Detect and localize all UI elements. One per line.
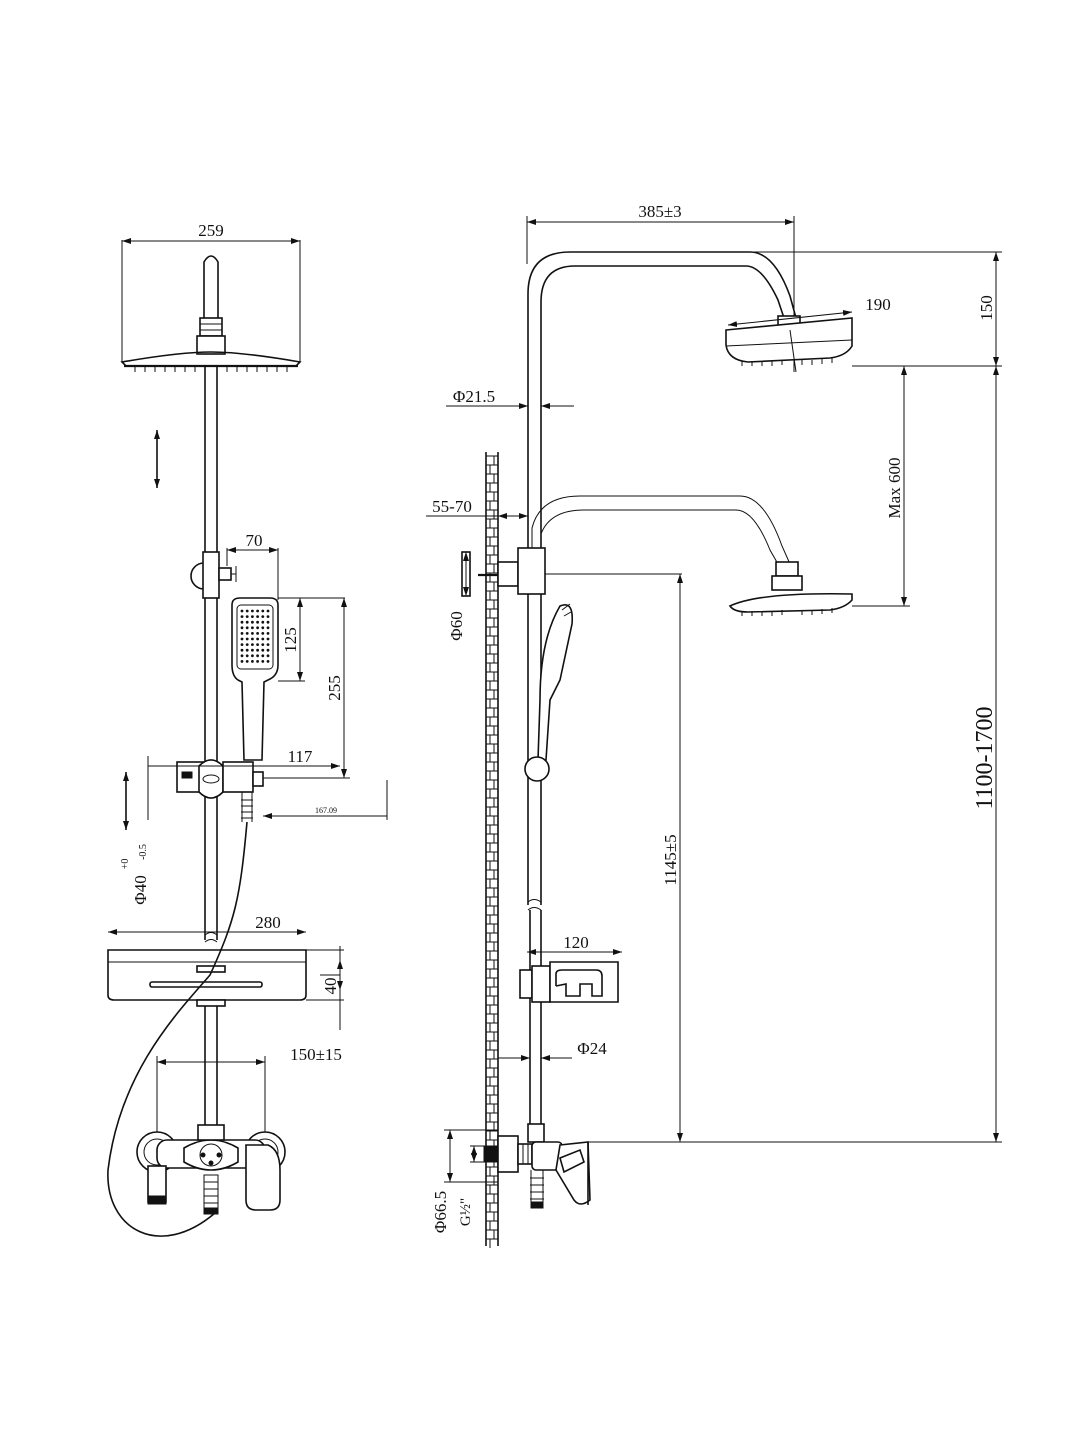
shower-arm-upper [527, 251, 797, 560]
rain-shower-head-side-lower [728, 561, 853, 616]
label-shelf-height: 40 [321, 978, 340, 995]
label-total-height: 1100-1700 [972, 706, 998, 809]
label-flange-dia: Φ66.5 [431, 1191, 450, 1233]
rain-shower-head-front [120, 255, 302, 372]
dim-slide-bar: Φ40 +0 -0.5 [120, 844, 150, 905]
dim-head-drop: 150 [754, 251, 1002, 367]
label-thread: G½" [458, 1198, 474, 1226]
label-head-dia: 190 [865, 295, 891, 314]
dim-pipe-dia: Φ21.5 [446, 387, 574, 409]
shower-hose-front [107, 821, 248, 1237]
dim-lower-pipe: Φ24 [498, 1039, 607, 1061]
dim-wall-gap: 55-70 [426, 497, 528, 519]
hand-shower-front [231, 597, 279, 761]
label-pipe-dia: Φ21.5 [453, 387, 495, 406]
label-hand-head: 125 [281, 627, 300, 653]
soap-shelf-front: 280 40 [107, 913, 344, 1030]
shower-arm-lower [531, 495, 791, 565]
wall-bracket-front: 70 [190, 531, 279, 600]
label-max-adjust: Max 600 [885, 458, 904, 519]
label-wall-gap: 55-70 [432, 497, 472, 516]
mixer-side [483, 1123, 591, 1209]
label-arm-offset: 70 [246, 531, 263, 550]
soap-shelf-side: 120 [519, 933, 622, 1003]
label-inlet-spacing: 150±15 [290, 1045, 342, 1064]
label-small: 167.09 [315, 806, 337, 815]
dim-hand-shower: 125 255 [262, 597, 350, 779]
rain-head-nozzles-side-lower [741, 608, 833, 616]
dim-flange-thread: Φ66.5 G½" [431, 1129, 498, 1233]
label-hand-length: 255 [325, 675, 344, 701]
rain-head-nozzles [134, 367, 288, 372]
dim-max-adjust: Max 600 [852, 366, 910, 607]
label-slide-tol-top: +0 [120, 859, 131, 870]
side-view: 385±3 [426, 202, 1002, 1248]
slide-holder-front: 117 167.09 [147, 747, 388, 822]
label-shelf-width: 280 [255, 913, 281, 932]
dim-head-width: 259 [121, 221, 301, 362]
label-holder: 117 [288, 747, 313, 766]
label-slide-tol-bot: -0.5 [138, 844, 149, 860]
dim-mixer-height: 1145±5 [585, 574, 690, 1143]
label-shelf-depth: 120 [563, 933, 589, 952]
label-head-drop: 150 [977, 295, 996, 321]
riser-pipe-front [204, 366, 218, 1125]
rain-head-nozzles-side [741, 358, 833, 366]
label-head-width: 259 [198, 221, 224, 240]
rain-shower-head-side-top: 190 [725, 295, 891, 373]
dim-inlet-spacing: 150±15 [156, 1045, 342, 1140]
label-arm-reach: 385±3 [638, 202, 681, 221]
wall-bracket-side: Φ60 [447, 547, 682, 641]
front-view: 259 [107, 221, 388, 1237]
hand-shower-side [524, 603, 574, 782]
label-lower-pipe: Φ24 [577, 1039, 607, 1058]
mixer-front [136, 1124, 286, 1215]
hand-shower-nozzles [240, 609, 270, 663]
label-mixer-height: 1145±5 [661, 834, 680, 885]
dim-total-height: 1100-1700 [690, 366, 1002, 1143]
wall-section [485, 452, 499, 1248]
label-bracket-dia: Φ60 [447, 611, 466, 640]
riser-pipe-side [527, 594, 542, 1130]
label-slide-bar: Φ40 [131, 875, 150, 904]
